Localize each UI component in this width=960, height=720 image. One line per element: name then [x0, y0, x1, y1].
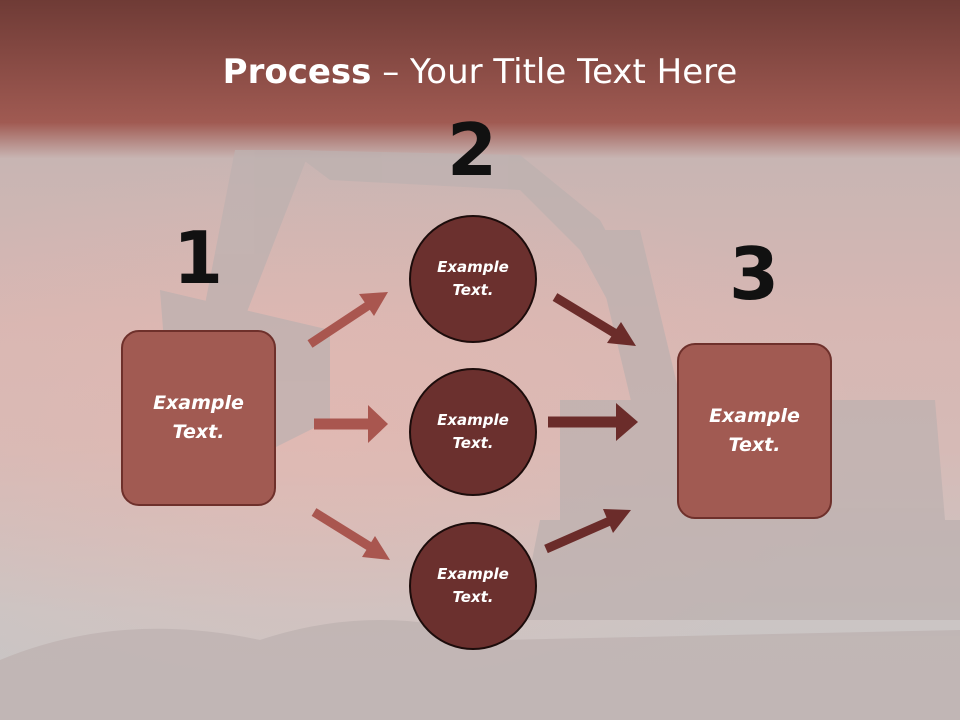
step-circle-top-line1: Example — [437, 258, 509, 276]
step-number-1: 1 — [172, 216, 224, 300]
step-circle-middle-line2: Text. — [452, 434, 494, 452]
title-dash: – — [382, 52, 400, 92]
arrow-right-upper — [552, 293, 636, 346]
step-box-1: Example Text. — [121, 330, 276, 506]
arrow-right-lower — [544, 509, 631, 554]
arrow-left-upper — [307, 292, 388, 348]
title-bold: Process — [222, 52, 372, 92]
arrow-left-middle — [314, 405, 388, 443]
arrow-right-middle — [548, 403, 638, 441]
step-circle-middle-line1: Example — [437, 411, 509, 429]
step-circle-top-line2: Text. — [452, 281, 494, 299]
step-number-3: 3 — [728, 232, 780, 316]
title-rest: Your Title Text Here — [410, 52, 738, 92]
step-box-1-line2: Text. — [172, 421, 225, 443]
step-box-1-line1: Example — [153, 392, 244, 414]
step-circle-top: Example Text. — [409, 215, 537, 343]
step-box-3-line1: Example — [709, 405, 800, 427]
step-circle-bottom-line2: Text. — [452, 588, 494, 606]
step-circle-bottom: Example Text. — [409, 522, 537, 650]
step-box-3: Example Text. — [677, 343, 832, 519]
step-box-3-line2: Text. — [728, 434, 781, 456]
slide-title: Process – Your Title Text Here — [0, 52, 960, 92]
step-circle-bottom-line1: Example — [437, 565, 509, 583]
step-circle-middle: Example Text. — [409, 368, 537, 496]
step-number-2: 2 — [446, 108, 498, 192]
arrow-left-lower — [311, 508, 390, 560]
